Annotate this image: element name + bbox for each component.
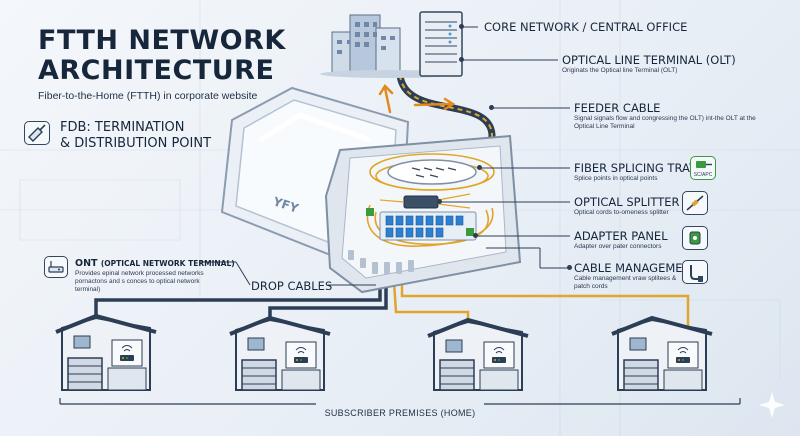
house-3	[427, 317, 529, 391]
fdb-title: FDB: TERMINATION & DISTRIBUTION POINT	[60, 120, 211, 152]
splitter-dot	[437, 199, 442, 204]
feeder-cable	[396, 71, 496, 169]
olt-label: OPTICAL LINE TERMINAL (OLT)	[562, 53, 736, 67]
sparkle-icon	[759, 392, 785, 418]
signal-flow-arrows	[378, 84, 456, 114]
cable-management-description: Cable management vraw splitees & patch c…	[574, 275, 677, 290]
title-line-2: ARCHITECTURE	[38, 55, 275, 86]
adapter-panel	[366, 208, 477, 241]
fdb-title-line-1: FDB: TERMINATION	[60, 120, 185, 135]
splice-tray	[387, 159, 477, 185]
fdb-title-line-2: & DISTRIBUTION POINT	[60, 136, 212, 151]
ont-label-detail: (OPTICAL NETWORK TERMINAL)	[100, 259, 235, 268]
olt-dot	[459, 57, 464, 62]
splice-tray-description: Splice points in optical points	[574, 175, 658, 182]
adapter-icon	[682, 226, 708, 250]
feeder-cable-dot	[489, 105, 494, 110]
cable-management-label: CABLE MANAGEMENT	[574, 261, 699, 275]
connector-tag: SC/APC	[694, 172, 713, 178]
splitter-label: OPTICAL SPLITTER	[574, 195, 680, 209]
subscriber-bracket	[59, 398, 741, 405]
page-title: FTTH NETWORK ARCHITECTURE	[38, 26, 286, 86]
title-line-1: FTTH NETWORK	[38, 25, 286, 56]
subscriber-premises-label: SUBSCRIBER PREMISES (HOME)	[324, 408, 476, 418]
splice-tray-label: FIBER SPLICING TRAY	[574, 161, 696, 175]
splitter-description: Optical cords to-omeness splitter	[574, 209, 669, 216]
adapter-panel-description: Adapter over pater connectors	[574, 243, 662, 250]
core-network-dot	[459, 24, 464, 29]
leader-lines	[200, 26, 570, 286]
ont-description: Provides epinal network processed networ…	[75, 270, 204, 293]
adapter-panel-dot	[473, 233, 478, 238]
splice-tray-dot	[477, 165, 482, 170]
house-1	[55, 313, 157, 391]
drop-cables-label: DROP CABLES	[251, 279, 333, 293]
cable-management-dot	[567, 265, 572, 270]
adapter-panel-label: ADAPTER PANEL	[574, 229, 668, 243]
core-network-label: CORE NETWORK / CENTRAL OFFICE	[484, 20, 688, 34]
fiber-connector-icon	[24, 121, 50, 145]
feeder-cable-label: FEEDER CABLE	[574, 101, 661, 115]
ont-label: ONT	[75, 258, 98, 269]
central-office-building	[320, 14, 460, 78]
sc-apc-connector-icon: SC/APC	[690, 156, 716, 180]
cable-tie-icon	[682, 260, 708, 284]
olt-server-rack	[419, 11, 463, 77]
house-4	[611, 315, 713, 391]
patch-cord-icon	[682, 191, 708, 215]
feeder-cable-description: Signal signals flow and congressing the …	[574, 115, 756, 130]
ont-router-icon	[44, 256, 68, 278]
olt-description: Originats the Optical line Terminal (OLT…	[562, 67, 678, 74]
house-2	[229, 315, 331, 391]
houses	[55, 313, 713, 391]
page-subtitle: Fiber-to-the-Home (FTTH) in corporate we…	[38, 90, 258, 102]
ont-title: ONT (OPTICAL NETWORK TERMINAL)	[75, 258, 235, 269]
